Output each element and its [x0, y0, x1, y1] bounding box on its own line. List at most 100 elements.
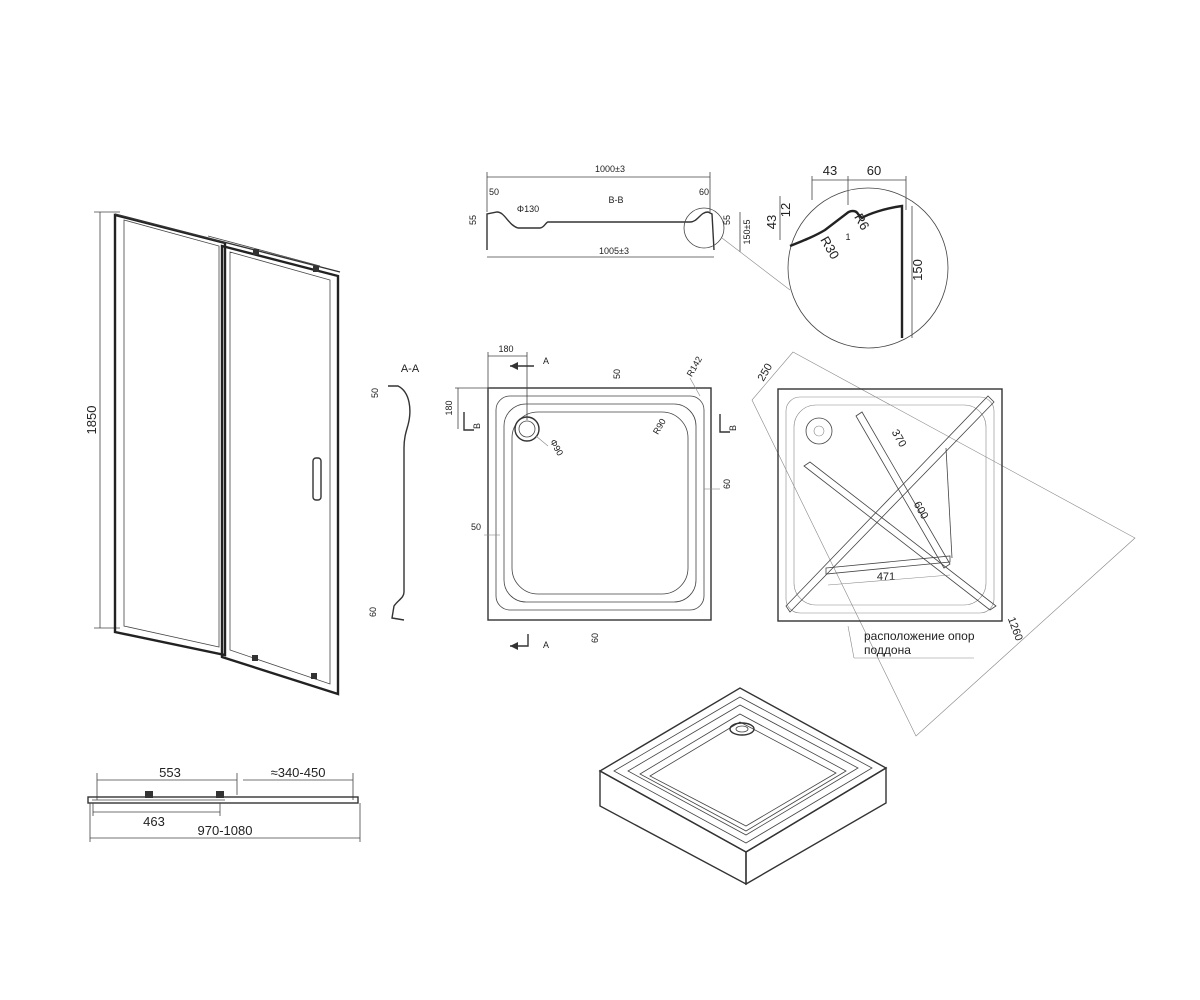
bb-bottom-width: 1005±3: [599, 246, 629, 256]
bb-drain: Φ130: [517, 204, 539, 214]
aa-section-label: A-A: [401, 363, 420, 375]
bb-right-height: 55: [722, 215, 732, 225]
width-fixed-label: 463: [143, 814, 165, 829]
width-opening-label: ≈340-450: [271, 765, 326, 780]
section-b-arrow-right: [719, 414, 730, 433]
tray-plan-view: 180 180 A A B B 50 50 60 60 R142 R90 Φ90: [444, 344, 738, 650]
corner-radius-leader: [689, 377, 701, 397]
offset-y: 180: [444, 400, 454, 415]
width-total-label: 970-1080: [198, 823, 253, 838]
supports-view: 250 370 600 471 1260 расположение опор п…: [751, 351, 1136, 737]
plan-basin: [503, 403, 697, 603]
rim-bottom: 60: [590, 633, 600, 643]
bb-top-width: 1000±3: [595, 164, 625, 174]
roller-top-left: [253, 249, 259, 255]
rim-right: 60: [722, 479, 732, 489]
bb-section-label: B-B: [608, 195, 623, 205]
iso-drain-inner-icon: [735, 725, 749, 733]
supports-drain-icon: [805, 417, 833, 445]
drain-diameter: Φ90: [548, 438, 565, 458]
support-bar-5: [945, 447, 953, 559]
guide-left: [145, 791, 153, 798]
detail-w2: 60: [867, 163, 881, 178]
support-note-line-1: расположение опор: [864, 629, 975, 643]
bb-right-rim: 60: [699, 187, 709, 197]
section-a-arrowhead-top: [510, 362, 518, 370]
detail-mark: 1: [845, 232, 850, 242]
guide-right: [216, 791, 224, 798]
fixed-panel-frame: [113, 213, 227, 657]
support-diag-envelope: [751, 351, 1136, 737]
width-left-label: 553: [159, 765, 181, 780]
support-note-leader: [847, 625, 855, 659]
detail-h1: 12: [778, 203, 793, 217]
roller-bottom-right: [311, 673, 317, 679]
arrow-b-left: B: [472, 423, 482, 429]
support-diagonal: 1260: [1005, 615, 1025, 642]
iso-rim: [613, 696, 873, 844]
sliding-door-glass: [229, 251, 331, 685]
corner-radius: R142: [685, 355, 704, 379]
section-a-arrowhead-bottom: [510, 642, 518, 650]
door-handle-icon: [312, 457, 322, 501]
detail-r1: R6: [851, 211, 872, 233]
rim-top: 50: [612, 369, 622, 379]
aa-top: 50: [370, 388, 380, 398]
iso-basin-floor: [639, 713, 847, 832]
bb-profile: [486, 211, 715, 251]
supports-outer: [777, 388, 1003, 622]
arrow-b-right: B: [728, 425, 738, 431]
iso-drain-icon: [729, 722, 755, 736]
rim-left: 50: [471, 522, 481, 532]
inner-radius: R90: [651, 417, 668, 436]
detail-profile: [789, 204, 904, 338]
top-rail-track: [207, 235, 321, 267]
section-bb: 1000±3 50 60 B-B Φ130 55 55 150±5 1005±3: [468, 164, 791, 291]
door-height-label: 1850: [84, 406, 99, 435]
plan-outer: [487, 387, 712, 621]
drain-leader: [535, 435, 549, 447]
supports-basin: [793, 404, 987, 606]
fixed-panel-glass: [123, 219, 220, 648]
support-d4: 471: [877, 571, 895, 583]
support-bar-3: [803, 461, 997, 611]
sliding-door-frame: [220, 244, 340, 696]
tray-isometric: [598, 687, 888, 886]
aa-profile: [388, 385, 411, 621]
section-a-arrow-bottom: [510, 634, 529, 647]
iso-basin-bottom: [649, 721, 837, 827]
support-d2: 370: [889, 428, 909, 450]
detail-r2: R30: [817, 234, 842, 262]
detail-callout-circle: [683, 207, 725, 249]
arrow-a-top: A: [543, 356, 549, 366]
top-rail: [114, 213, 341, 273]
section-aa: A-A 50 60: [368, 363, 420, 621]
detail-height: 150: [910, 259, 925, 281]
detail-h2: 43: [764, 215, 779, 229]
section-b-arrow-left: [463, 412, 474, 431]
aa-bottom: 60: [368, 607, 378, 617]
support-d4-dim: [827, 574, 951, 586]
support-d3: 600: [911, 500, 931, 522]
support-bar-2: [855, 411, 951, 569]
arrow-a-bottom: A: [543, 640, 549, 650]
bb-left-height: 55: [468, 215, 478, 225]
support-bar-4: [825, 555, 951, 575]
plan-basin-inner: [511, 411, 689, 595]
offset-x: 180: [498, 344, 513, 354]
support-d1: 250: [756, 362, 776, 384]
iso-basin-edge: [627, 704, 859, 836]
supports-rim: [785, 396, 995, 614]
detail-circle: [787, 187, 949, 349]
door-front-view: 1850: [84, 211, 341, 696]
plan-rim: [495, 395, 705, 611]
detail-w1: 43: [823, 163, 837, 178]
detail-leader: [721, 237, 791, 291]
bb-height: 150±5: [742, 220, 752, 245]
support-note-line-2: поддона: [864, 643, 911, 657]
roller-top-right: [313, 266, 319, 272]
iso-front-right-face: [745, 766, 887, 886]
bb-left-rim: 50: [489, 187, 499, 197]
roller-bottom-left: [252, 655, 258, 661]
